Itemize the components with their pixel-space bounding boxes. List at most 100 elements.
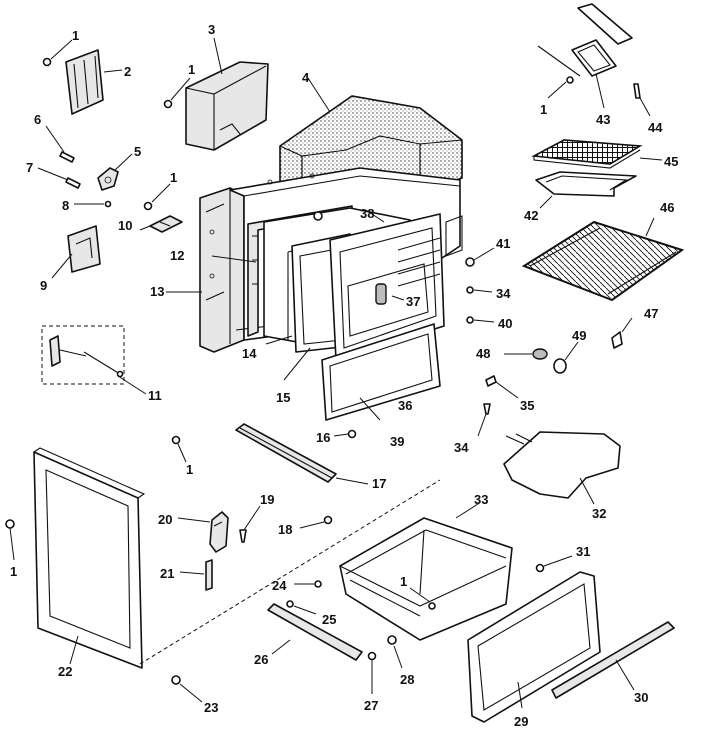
screw-23 (171, 675, 203, 703)
bracket-5 (97, 153, 133, 191)
bulb-49 (553, 341, 579, 374)
screw-40 (466, 316, 495, 324)
callout-7: 7 (26, 160, 33, 175)
bracket-9 (51, 225, 101, 279)
drawer-liner-32 (503, 431, 621, 505)
screw-34-lower (477, 403, 491, 437)
callout-16: 16 (316, 430, 330, 445)
oven-rack-46 (521, 217, 685, 302)
screw-1-door (5, 519, 15, 561)
callout-27: 27 (364, 698, 378, 713)
callout-49: 49 (572, 328, 586, 343)
callout-26: 26 (254, 652, 268, 667)
rod-44 (633, 83, 651, 117)
callout-1: 1 (400, 574, 407, 589)
callout-5: 5 (134, 144, 141, 159)
side-panel-3 (185, 37, 269, 151)
callout-21: 21 (160, 566, 174, 581)
callout-43: 43 (596, 112, 610, 127)
callout-38: 38 (360, 206, 374, 221)
screw-25 (286, 600, 317, 615)
callout-34: 34 (496, 286, 511, 301)
callout-2: 2 (124, 64, 131, 79)
rail-17 (235, 423, 369, 485)
bracket-10 (139, 215, 183, 233)
callout-6: 6 (34, 112, 41, 127)
clip-6 (45, 125, 75, 163)
outer-door-22 (33, 447, 441, 669)
callout-22: 22 (58, 664, 72, 679)
callout-47: 47 (644, 306, 658, 321)
callout-46: 46 (660, 200, 674, 215)
callout-30: 30 (634, 690, 648, 705)
callout-20: 20 (158, 512, 172, 527)
callout-1: 1 (540, 102, 547, 117)
callout-15: 15 (276, 390, 290, 405)
clip-47 (611, 317, 633, 349)
callout-1: 1 (170, 170, 177, 185)
screw-19 (239, 505, 261, 543)
oven-door-frame-38 (329, 209, 445, 361)
callout-24: 24 (272, 578, 287, 593)
broiler-pan-handle-43 (537, 3, 633, 109)
oven-light-37 (375, 283, 405, 305)
igniter-assembly-11 (41, 325, 147, 395)
callout-36: 36 (398, 398, 412, 413)
screw-24 (294, 580, 322, 588)
clip-35 (485, 375, 519, 399)
knob-48 (504, 348, 548, 360)
callout-37: 37 (406, 294, 420, 309)
screw-28 (387, 635, 403, 669)
callout-40: 40 (498, 316, 512, 331)
callout-1: 1 (188, 62, 195, 77)
callout-3: 3 (208, 22, 215, 37)
callout-1: 1 (186, 462, 193, 477)
callout-9: 9 (40, 278, 47, 293)
callout-18: 18 (278, 522, 292, 537)
screw-18 (299, 515, 333, 529)
callout-23: 23 (204, 700, 218, 715)
screw-1-top-left (42, 39, 73, 67)
drawer-front-29 (467, 571, 601, 723)
callout-48: 48 (476, 346, 490, 361)
clip-7 (37, 167, 81, 189)
callout-14: 14 (242, 346, 257, 361)
callout-13: 13 (150, 284, 164, 299)
callout-1: 1 (72, 28, 79, 43)
inner-panel-12 (211, 205, 353, 337)
callout-labels: 1 2 3 1 4 1 43 44 6 5 7 8 1 45 42 46 10 … (10, 22, 678, 729)
glide-26 (267, 603, 363, 661)
trim-30 (551, 621, 675, 699)
door-seal-39 (321, 323, 441, 421)
callout-44: 44 (648, 120, 663, 135)
callout-34: 34 (454, 440, 469, 455)
callout-29: 29 (514, 714, 528, 729)
callout-31: 31 (576, 544, 590, 559)
screw-34-upper (466, 286, 493, 294)
screw-27 (367, 651, 377, 694)
screw-1-mid (171, 435, 187, 463)
callout-42: 42 (524, 208, 538, 223)
screw-31 (535, 555, 573, 573)
hinge-arm-21 (179, 559, 213, 591)
screw-41 (465, 247, 495, 267)
callout-45: 45 (664, 154, 678, 169)
screw-16 (333, 429, 357, 439)
screw-1-panel (163, 77, 191, 109)
broiler-grid-45 (531, 139, 663, 169)
callout-4: 4 (302, 70, 310, 85)
screw-8 (74, 200, 112, 208)
callout-12: 12 (170, 248, 184, 263)
callout-17: 17 (372, 476, 386, 491)
rack-guides (397, 215, 463, 287)
callout-10: 10 (118, 218, 132, 233)
screw-1-drawer (409, 587, 436, 610)
screw-1-left (143, 183, 171, 211)
callout-41: 41 (496, 236, 510, 251)
callout-32: 32 (592, 506, 606, 521)
hinge-20 (177, 511, 229, 553)
side-bracket-2 (65, 49, 123, 115)
callout-25: 25 (322, 612, 336, 627)
callout-1: 1 (10, 564, 17, 579)
callout-11: 11 (148, 388, 162, 403)
